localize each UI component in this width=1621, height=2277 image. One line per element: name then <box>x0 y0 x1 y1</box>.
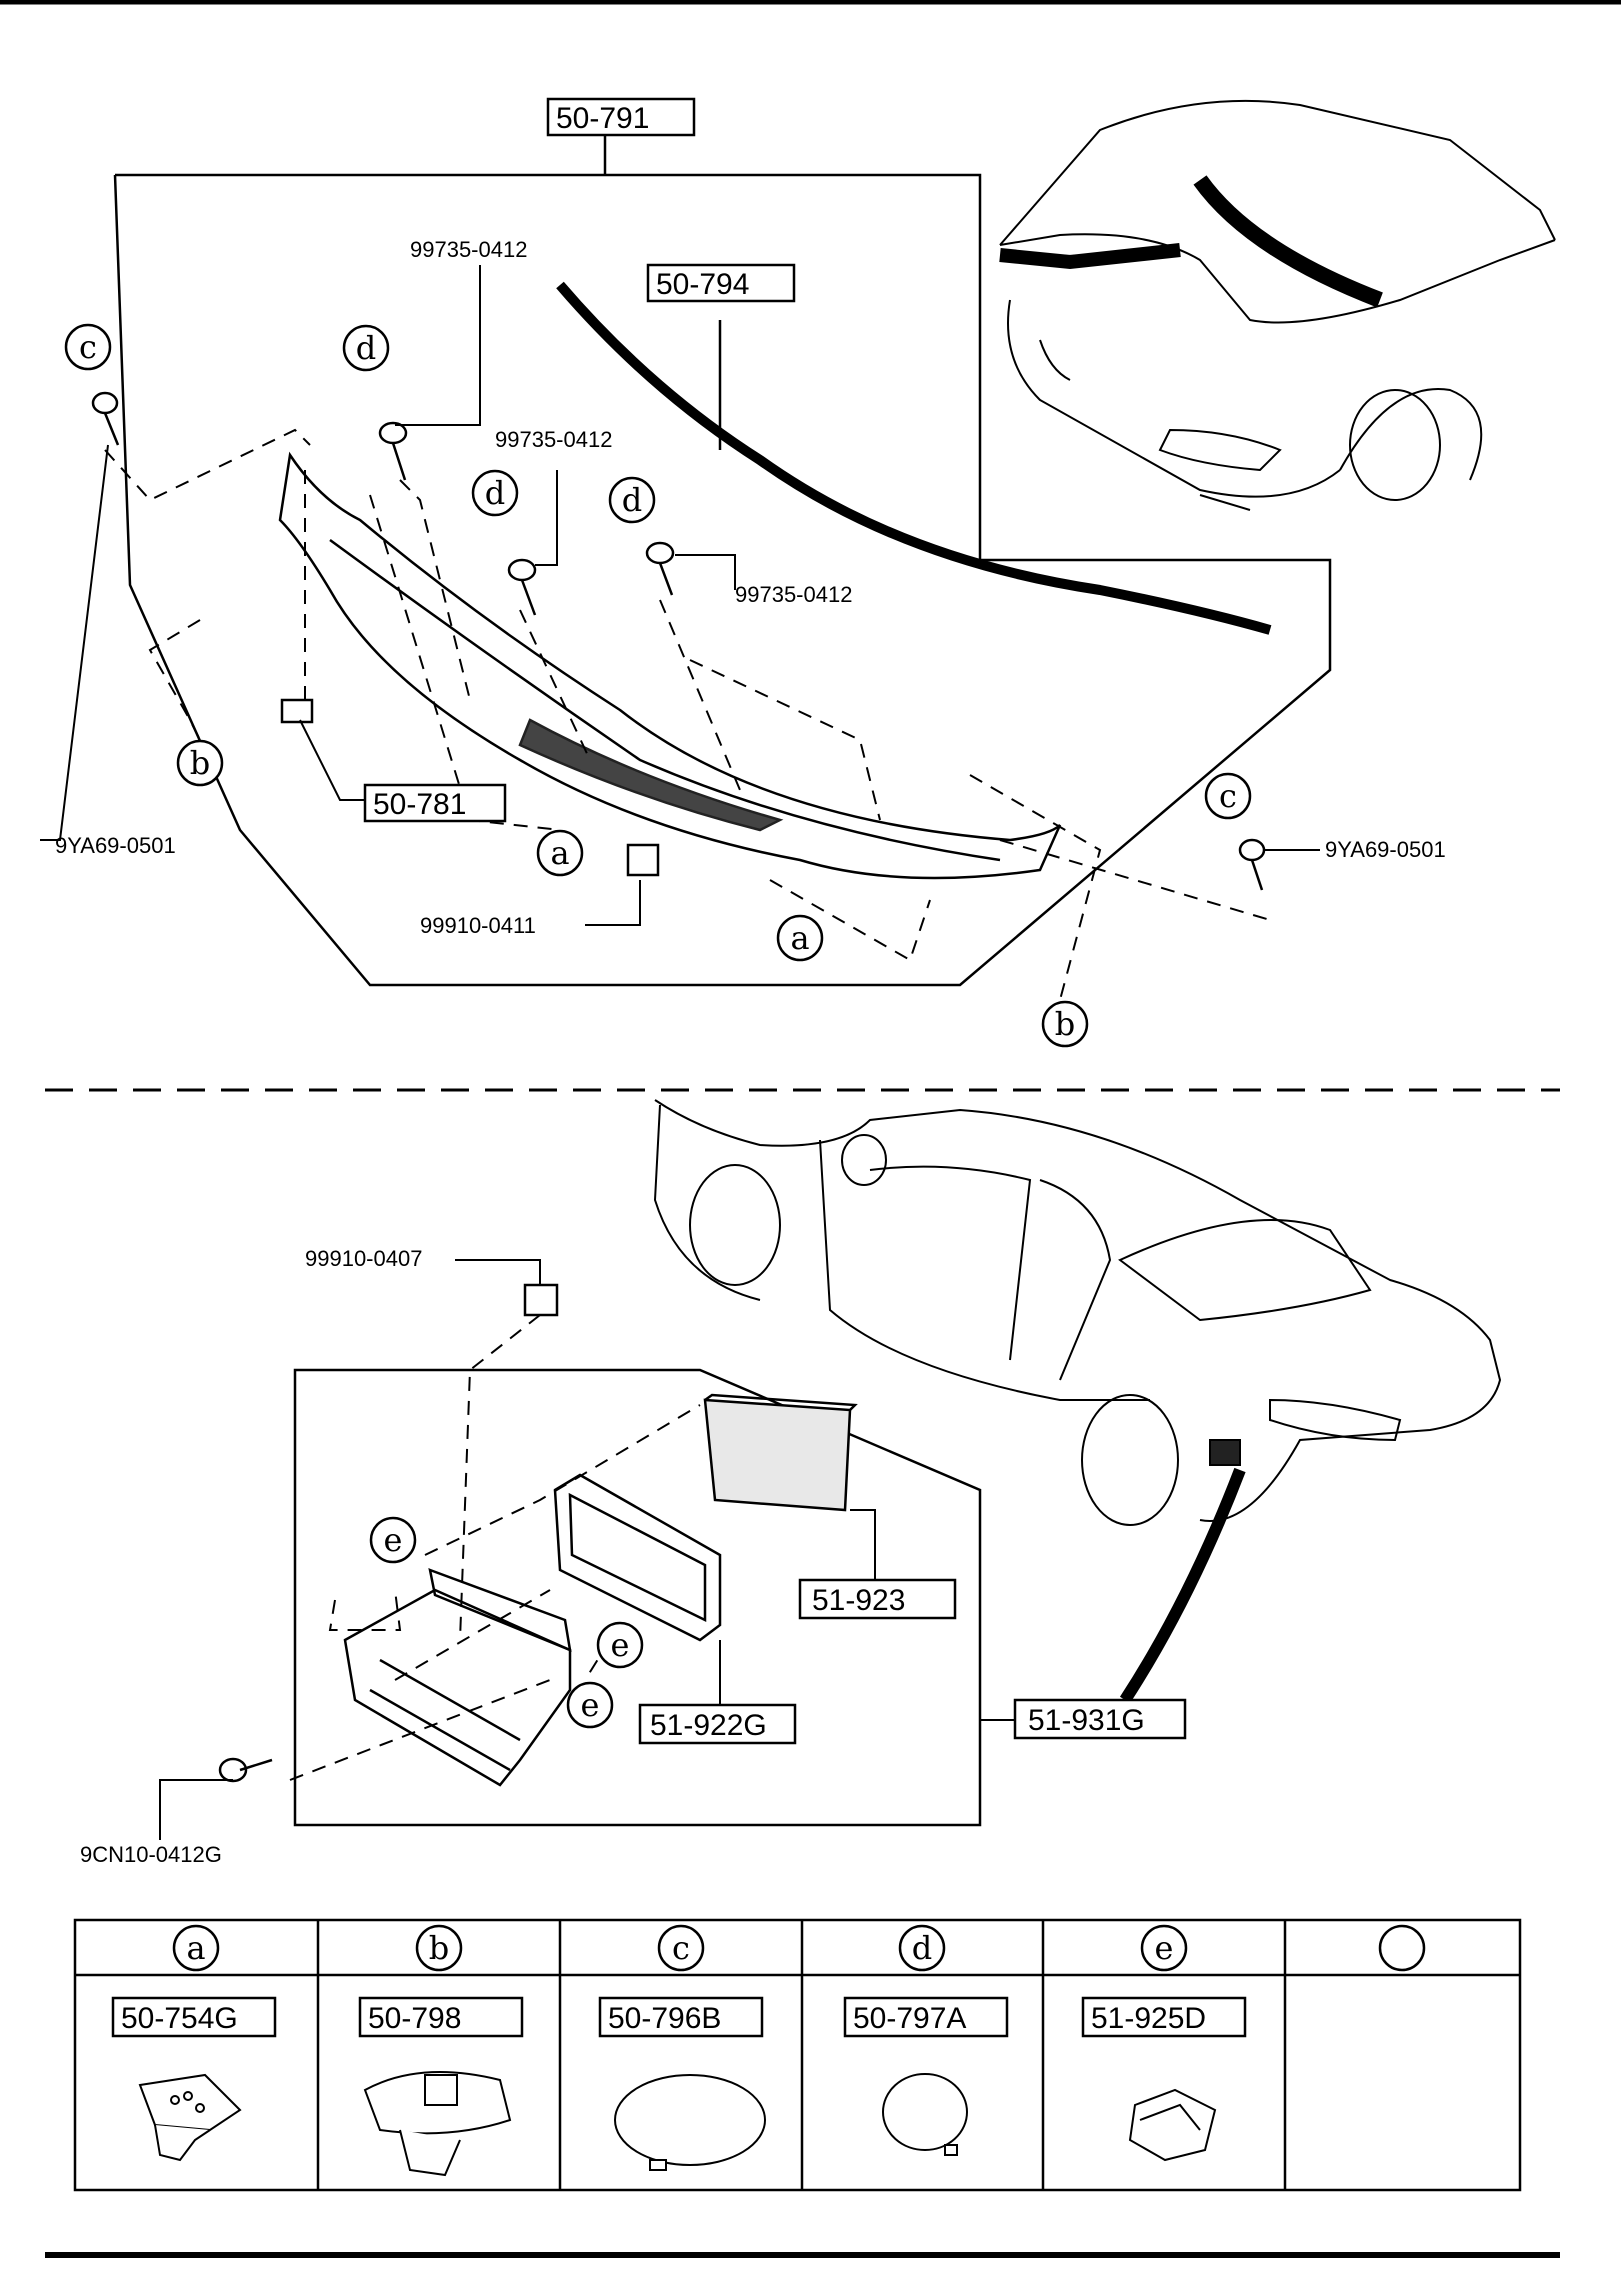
svg-text:c: c <box>79 328 97 366</box>
callout-c-left <box>64 323 112 371</box>
car-front-illustration <box>999 99 1556 511</box>
callout-c-right <box>1204 772 1252 820</box>
svg-text:b: b <box>1055 1005 1075 1043</box>
callout-a-right <box>776 914 824 962</box>
screw-bottom-icon <box>218 1757 273 1783</box>
svg-text:e: e <box>611 1626 630 1664</box>
clip-d-icon <box>882 2073 968 2156</box>
callout-d-right <box>608 476 656 524</box>
screw-d-right-label: 99735-0412 <box>735 582 852 607</box>
legend-part-b: 50-798 <box>368 2002 461 2035</box>
top-section <box>40 99 1556 1001</box>
clip-b-icon <box>363 2071 512 2177</box>
legend-header-b: b <box>429 1929 449 1967</box>
callout-e-right <box>596 1621 644 1669</box>
screw-d-upper-label: 99735-0412 <box>410 237 527 262</box>
clip-c-icon <box>614 2074 766 2171</box>
assembly-box-label: 50-791 <box>556 102 649 135</box>
screw-c-right-icon <box>1238 838 1266 891</box>
flap-box-label: 51-923 <box>812 1584 905 1617</box>
bottom-section <box>159 1099 1502 1840</box>
svg-text:a: a <box>790 919 809 957</box>
flap-part <box>703 1393 858 1512</box>
top-labels: 50-791 50-794 50-781 99735-0412 99735-04… <box>55 97 1446 1048</box>
spacer-part <box>280 698 314 724</box>
car-rear-illustration <box>653 1099 1502 1704</box>
vent-assembly-outline <box>293 1368 982 1827</box>
bottom-labels: 99910-0407 9CN10-0412G 51-923 51-922G 51… <box>80 1246 1187 1867</box>
callout-d-upper <box>342 324 390 372</box>
nut-bottom-icon <box>523 1283 559 1317</box>
gasket-box-label: 51-922G <box>650 1709 767 1742</box>
callout-e-lower <box>566 1681 614 1729</box>
svg-text:e: e <box>384 1521 403 1559</box>
legend-header-circles <box>172 1924 1426 1972</box>
cowl-assembly-outline <box>113 173 1332 987</box>
screw-d-middle-icon <box>507 558 537 616</box>
svg-text:d: d <box>356 329 376 367</box>
svg-text:a: a <box>550 834 569 872</box>
legend-part-c: 50-796B <box>608 2002 721 2035</box>
svg-text:d: d <box>485 474 505 512</box>
weatherstrip-part <box>556 281 1272 635</box>
legend-header-c: c <box>672 1929 690 1967</box>
callout-b-right <box>1041 1000 1089 1048</box>
legend-part-a: 50-754G <box>121 2002 238 2035</box>
legend-part-e: 51-925D <box>1091 2002 1206 2035</box>
screw-bottom-label: 9CN10-0412G <box>80 1842 222 1867</box>
nut-label: 99910-0411 <box>420 913 536 938</box>
screw-d-middle-label: 99735-0412 <box>495 427 612 452</box>
svg-text:e: e <box>581 1686 600 1724</box>
callout-b-left <box>176 739 224 787</box>
legend-header-e: e <box>1155 1929 1174 1967</box>
screw-d-right-icon <box>645 541 675 596</box>
gasket-part <box>553 1473 722 1642</box>
spacer-box-label: 50-781 <box>373 788 466 821</box>
clip-e-icon <box>1128 2088 1217 2162</box>
nut-bottom-label: 99910-0407 <box>305 1246 422 1271</box>
legend-header-d: d <box>912 1929 932 1967</box>
vent-housing-part <box>343 1568 572 1787</box>
svg-text:c: c <box>1219 777 1237 815</box>
legend-header-a: a <box>186 1929 205 1967</box>
weatherstrip-box-label: 50-794 <box>656 268 749 301</box>
screw-c-left-label: 9YA69-0501 <box>55 833 176 858</box>
screw-d-upper-icon <box>378 421 408 481</box>
legend-part-d: 50-797A <box>853 2002 966 2035</box>
callout-e-upper <box>369 1516 417 1564</box>
vent-assembly-box-label: 51-931G <box>1028 1704 1145 1737</box>
clip-a-icon <box>138 2073 242 2162</box>
callout-a-left <box>536 829 584 877</box>
legend-part-boxes <box>111 1996 1247 2038</box>
screw-c-left-icon <box>91 391 120 446</box>
screw-c-right-label: 9YA69-0501 <box>1325 837 1446 862</box>
svg-text:d: d <box>622 481 642 519</box>
callout-d-middle <box>471 469 519 517</box>
legend-table <box>73 1918 1522 2192</box>
svg-text:b: b <box>190 744 210 782</box>
nut-clip-icon <box>626 843 660 877</box>
